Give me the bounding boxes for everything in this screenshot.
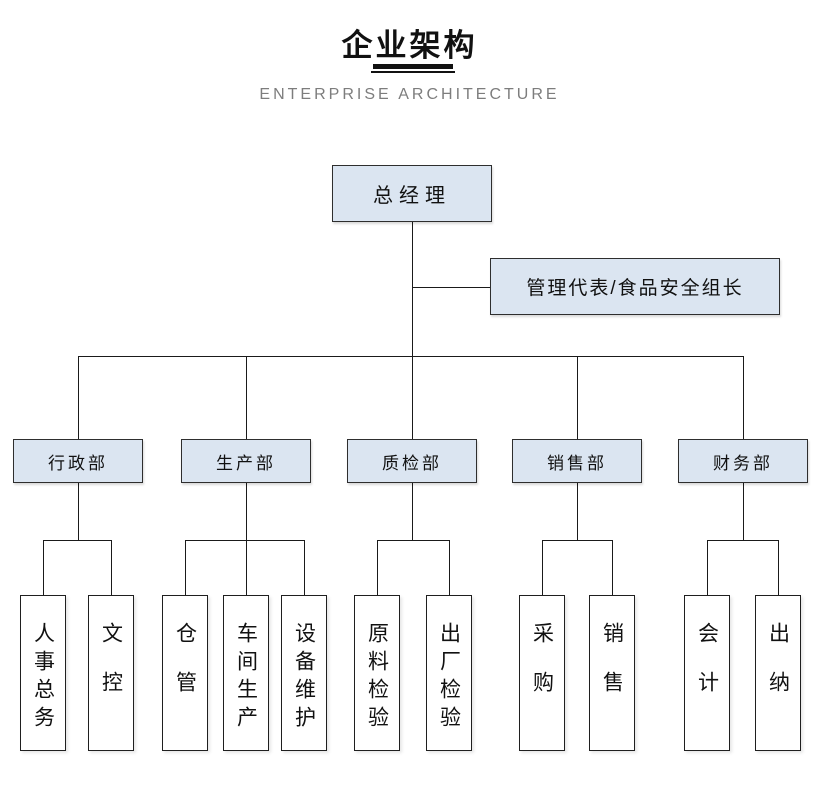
- title-underline-bar: [373, 64, 453, 69]
- node-general-manager: 总经理: [332, 165, 492, 222]
- child-drop-line: [707, 540, 708, 595]
- connector-bus-line: [78, 356, 743, 357]
- leaf-label: 原料检验: [365, 622, 389, 734]
- child-drop-line: [449, 540, 450, 595]
- dept-children-bus-line: [43, 540, 111, 541]
- connector-drop-line: [78, 356, 79, 439]
- leaf-purchasing: 采购: [519, 595, 565, 751]
- node-qc-dept: 质检部: [347, 439, 477, 483]
- leaf-label: 采购: [530, 622, 554, 720]
- node-sales-dept: 销售部: [512, 439, 642, 483]
- leaf-label: 仓管: [173, 622, 197, 720]
- leaf-outgoing-inspection: 出厂检验: [426, 595, 472, 751]
- node-finance-dept: 财务部: [678, 439, 808, 483]
- title-underline-thin: [371, 71, 455, 73]
- leaf-label: 出厂检验: [437, 622, 461, 734]
- leaf-workshop-production: 车间生产: [223, 595, 269, 751]
- child-drop-line: [246, 540, 247, 595]
- leaf-cashier: 出纳: [755, 595, 801, 751]
- leaf-label: 出纳: [766, 622, 790, 720]
- child-drop-line: [612, 540, 613, 595]
- child-drop-line: [43, 540, 44, 595]
- child-drop-line: [778, 540, 779, 595]
- child-drop-line: [185, 540, 186, 595]
- dept-children-bus-line: [542, 540, 612, 541]
- leaf-raw-material-inspection: 原料检验: [354, 595, 400, 751]
- connector-drop-line: [743, 356, 744, 439]
- leaf-label: 人事总务: [31, 622, 55, 734]
- connector-staff-line: [412, 287, 490, 288]
- dept-children-bus-line: [185, 540, 304, 541]
- node-production-dept: 生产部: [181, 439, 311, 483]
- connector-trunk-line: [412, 222, 413, 356]
- page-subtitle: ENTERPRISE ARCHITECTURE: [259, 86, 560, 103]
- node-admin-dept: 行政部: [13, 439, 143, 483]
- child-drop-line: [111, 540, 112, 595]
- leaf-equipment-maintenance: 设备维护: [281, 595, 327, 751]
- leaf-label: 文控: [99, 622, 123, 720]
- leaf-document-control: 文控: [88, 595, 134, 751]
- dept-children-bus-line: [377, 540, 449, 541]
- dept-stem-line: [246, 483, 247, 540]
- connector-drop-line: [246, 356, 247, 439]
- leaf-label: 设备维护: [292, 622, 316, 734]
- leaf-label: 车间生产: [234, 622, 258, 734]
- dept-stem-line: [577, 483, 578, 540]
- leaf-label: 销售: [600, 622, 624, 720]
- connector-drop-line: [577, 356, 578, 439]
- leaf-label: 会计: [695, 622, 719, 720]
- dept-stem-line: [78, 483, 79, 540]
- node-management-representative: 管理代表/食品安全组长: [490, 258, 780, 315]
- leaf-hr-general-affairs: 人事总务: [20, 595, 66, 751]
- page-title: 企业架构: [341, 28, 478, 63]
- dept-children-bus-line: [707, 540, 778, 541]
- leaf-sales: 销售: [589, 595, 635, 751]
- leaf-warehouse: 仓管: [162, 595, 208, 751]
- connector-drop-line: [412, 356, 413, 439]
- dept-stem-line: [412, 483, 413, 540]
- dept-stem-line: [743, 483, 744, 540]
- child-drop-line: [304, 540, 305, 595]
- leaf-accounting: 会计: [684, 595, 730, 751]
- child-drop-line: [542, 540, 543, 595]
- child-drop-line: [377, 540, 378, 595]
